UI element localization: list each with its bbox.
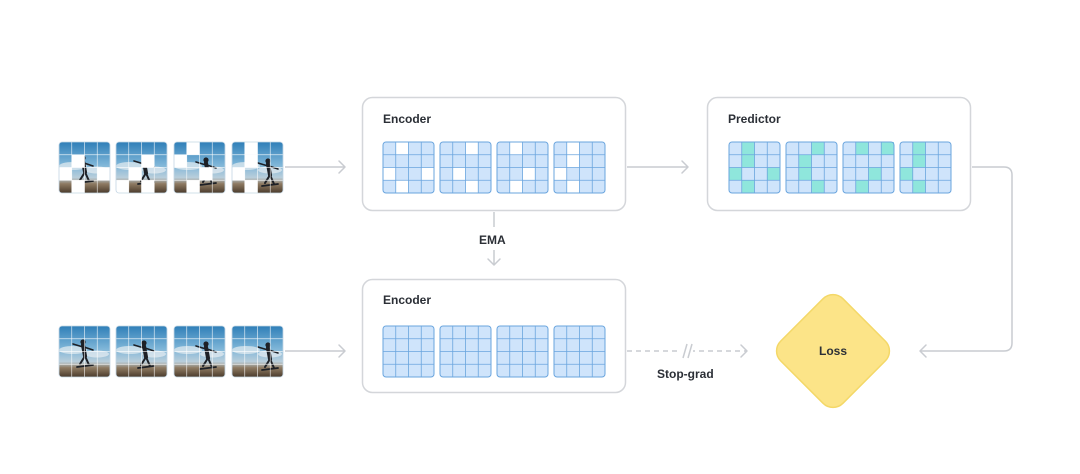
video-frame xyxy=(173,325,226,378)
loss-label: Loss xyxy=(819,344,848,358)
predictor-token-grid xyxy=(785,141,838,194)
top-encoder-token-grid xyxy=(496,141,549,194)
bottom-encoder-label: Encoder xyxy=(383,293,432,307)
stop-grad-label: Stop-grad xyxy=(657,367,714,381)
top-encoder-label: Encoder xyxy=(383,112,432,126)
predictor-token-grid xyxy=(899,141,952,194)
arrow-frames-to-top-encoder xyxy=(285,160,346,174)
masked-video-frame xyxy=(115,141,168,194)
bottom-encoder-token-grid xyxy=(496,325,549,378)
arrow-encoder-to-predictor xyxy=(627,160,689,174)
arrow-predictor-to-loss xyxy=(919,166,1013,358)
stop-grad-arrow xyxy=(627,343,748,359)
predictor-token-grid xyxy=(842,141,895,194)
video-frame xyxy=(58,325,111,378)
predictor-token-grid xyxy=(728,141,781,194)
top-encoder-token-grid xyxy=(439,141,492,194)
top-encoder-token-grid xyxy=(553,141,606,194)
bottom-encoder-token-grid xyxy=(553,325,606,378)
video-frame xyxy=(115,325,168,378)
masked-video-frame xyxy=(173,141,226,194)
predictor-label: Predictor xyxy=(728,112,781,126)
video-frame xyxy=(231,325,284,378)
masked-video-frame xyxy=(231,141,284,194)
arrow-frames-to-bottom-encoder xyxy=(285,344,346,358)
bottom-encoder-token-grid xyxy=(439,325,492,378)
bottom-encoder-token-grid xyxy=(382,325,435,378)
arrow-ema-head xyxy=(487,250,501,266)
top-encoder-token-grid xyxy=(382,141,435,194)
ema-label: EMA xyxy=(479,233,506,247)
loss-diamond xyxy=(775,293,891,409)
masked-video-frame xyxy=(58,141,111,194)
